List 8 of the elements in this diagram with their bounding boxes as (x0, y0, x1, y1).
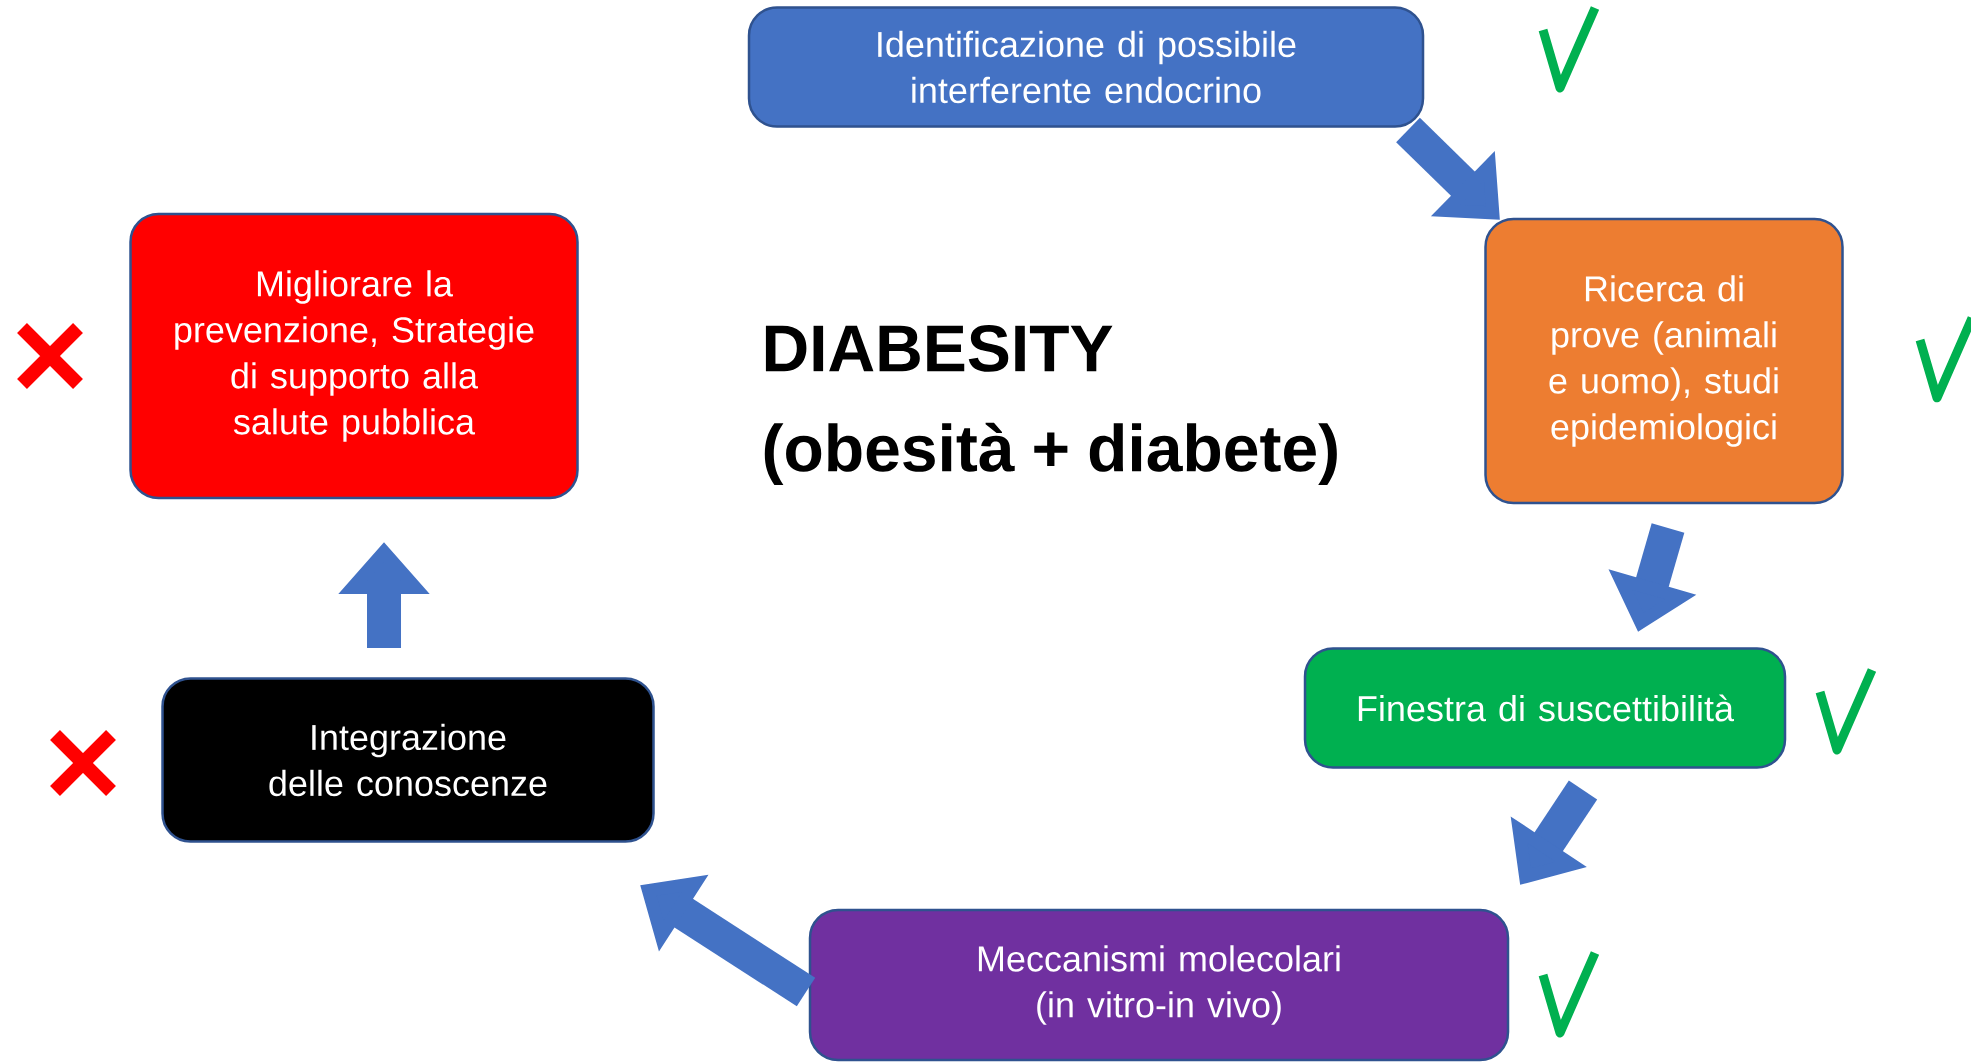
process-box: Meccanismi molecolari (in vitro-in vivo) (808, 908, 1510, 1062)
process-box: Integrazione delle conoscenze (161, 677, 655, 843)
process-box: Finestra di suscettibilità (1303, 647, 1787, 769)
process-box: Ricerca di prove (animali e uomo), studi epidemiologici (1484, 217, 1844, 505)
block-arrow (1396, 117, 1500, 220)
process-box: Migliorare la prevenzione, Strategie di supporto alla salute pubblica (129, 212, 579, 500)
process-box: Identificazione di possibile interferente endocrino (747, 6, 1425, 128)
title: DIABESITY (obesità + diabete) (764, 325, 1337, 485)
